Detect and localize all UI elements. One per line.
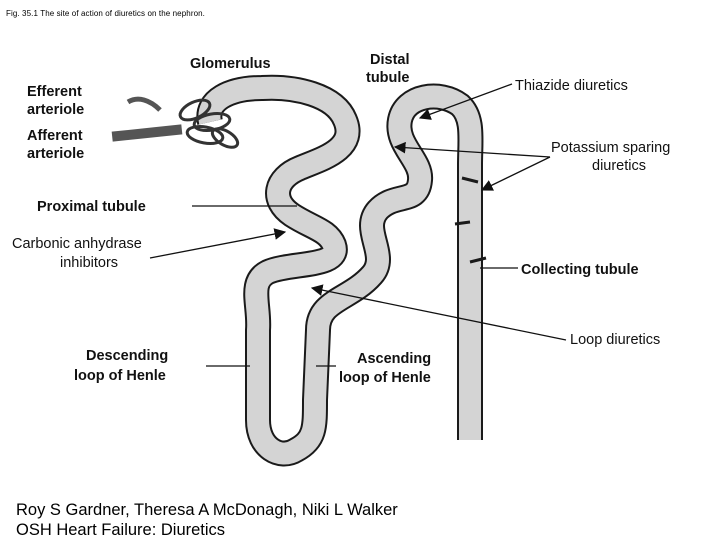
label-distal-2: tubule: [366, 70, 410, 86]
annotation-lines: [149, 83, 567, 367]
potassium-arrow-2: [480, 156, 551, 191]
label-ascending-2: loop of Henle: [339, 370, 431, 386]
glomerulus-tuft: [111, 96, 240, 149]
labels: Glomerulus Efferent arteriole Afferent a…: [12, 52, 670, 386]
author-credit: Roy S Gardner, Theresa A McDonagh, Niki …: [16, 500, 398, 540]
loop-arrow: [310, 284, 567, 341]
label-carbonic-2: inhibitors: [60, 255, 118, 271]
carbonic-leader: [149, 228, 287, 259]
label-collecting: Collecting tubule: [521, 262, 639, 278]
label-carbonic: Carbonic anhydrase: [12, 236, 142, 252]
label-ascending: Ascending: [357, 351, 431, 367]
credit-line-2: OSH Heart Failure: Diuretics: [16, 521, 226, 539]
label-proximal: Proximal tubule: [37, 199, 146, 215]
label-loop-diuretics: Loop diuretics: [570, 332, 660, 348]
potassium-arrow-1: [393, 141, 551, 158]
label-potassium-2: diuretics: [592, 158, 646, 174]
label-descending-2: loop of Henle: [74, 368, 166, 384]
nephron-tubule: [196, 74, 487, 467]
label-thiazide: Thiazide diuretics: [515, 78, 628, 94]
label-potassium: Potassium sparing: [551, 140, 670, 156]
label-distal: Distal: [370, 52, 410, 68]
figure-caption: Fig. 35.1 The site of action of diuretic…: [6, 9, 206, 18]
label-glomerulus: Glomerulus: [190, 56, 271, 72]
label-descending: Descending: [86, 348, 168, 364]
label-efferent: Efferent: [27, 84, 82, 100]
label-efferent-2: arteriole: [27, 102, 84, 118]
label-afferent: Afferent: [27, 128, 83, 144]
label-afferent-2: arteriole: [27, 146, 84, 162]
thiazide-arrow: [418, 83, 513, 120]
credit-line-1: Roy S Gardner, Theresa A McDonagh, Niki …: [16, 501, 398, 519]
